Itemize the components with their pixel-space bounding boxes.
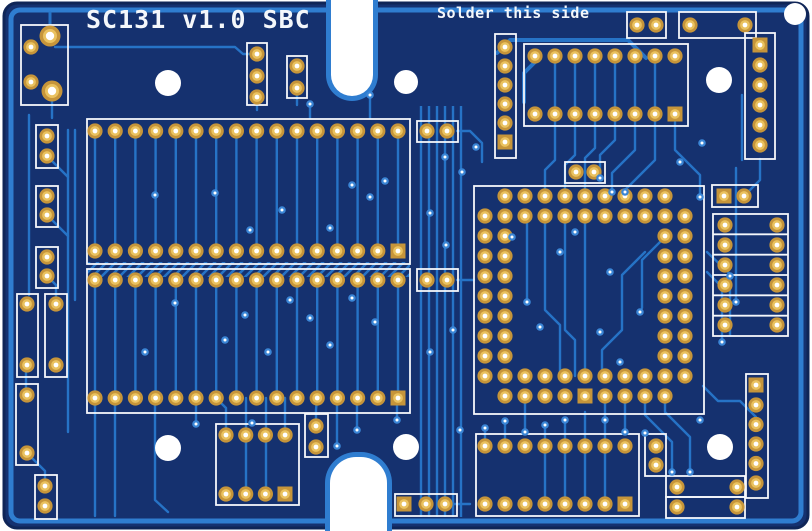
- dip16-socket-bottom: [475, 433, 640, 517]
- conn-2pin-midright: [564, 161, 606, 184]
- sil6-header-bottom-right: [745, 373, 769, 499]
- conn-2pin-bottom-mid: [304, 413, 329, 458]
- sil6-header-a: [494, 33, 517, 159]
- header-3pin-top: [246, 42, 268, 106]
- conn-2pin-mid-a: [416, 120, 459, 143]
- conn-wide-top: [678, 11, 757, 39]
- dip32-socket-lower: [86, 268, 411, 414]
- conn-2pin-br: [644, 433, 667, 477]
- link-ladder: [712, 213, 789, 337]
- cap-left-1: [16, 293, 39, 378]
- power-connector: [20, 24, 69, 106]
- conn-3pin-bottom: [394, 493, 458, 517]
- conn-2pin-top: [626, 11, 667, 39]
- jumper-left-3: [35, 246, 59, 289]
- dip8-socket: [215, 423, 300, 506]
- bottom-edge-notch: [325, 452, 392, 531]
- dip16-socket-topright: [523, 43, 689, 127]
- jumper-left-4: [34, 474, 58, 520]
- sil6-header-right-edge: [744, 32, 776, 160]
- jumper-left-2: [35, 185, 59, 228]
- cap-left-2: [44, 293, 68, 378]
- plcc68-socket: [473, 185, 705, 415]
- cap-left-3: [15, 383, 39, 466]
- dip32-socket-upper: [86, 118, 411, 265]
- link-br-2: [665, 496, 746, 519]
- conn-2pin-right: [711, 184, 759, 208]
- mounting-holes: [155, 3, 806, 461]
- top-edge-notch: [326, 0, 378, 101]
- header-2pin-top: [286, 55, 308, 99]
- vias: [141, 91, 740, 476]
- conn-2pin-mid-b: [416, 268, 459, 292]
- jumper-left-1: [35, 124, 59, 169]
